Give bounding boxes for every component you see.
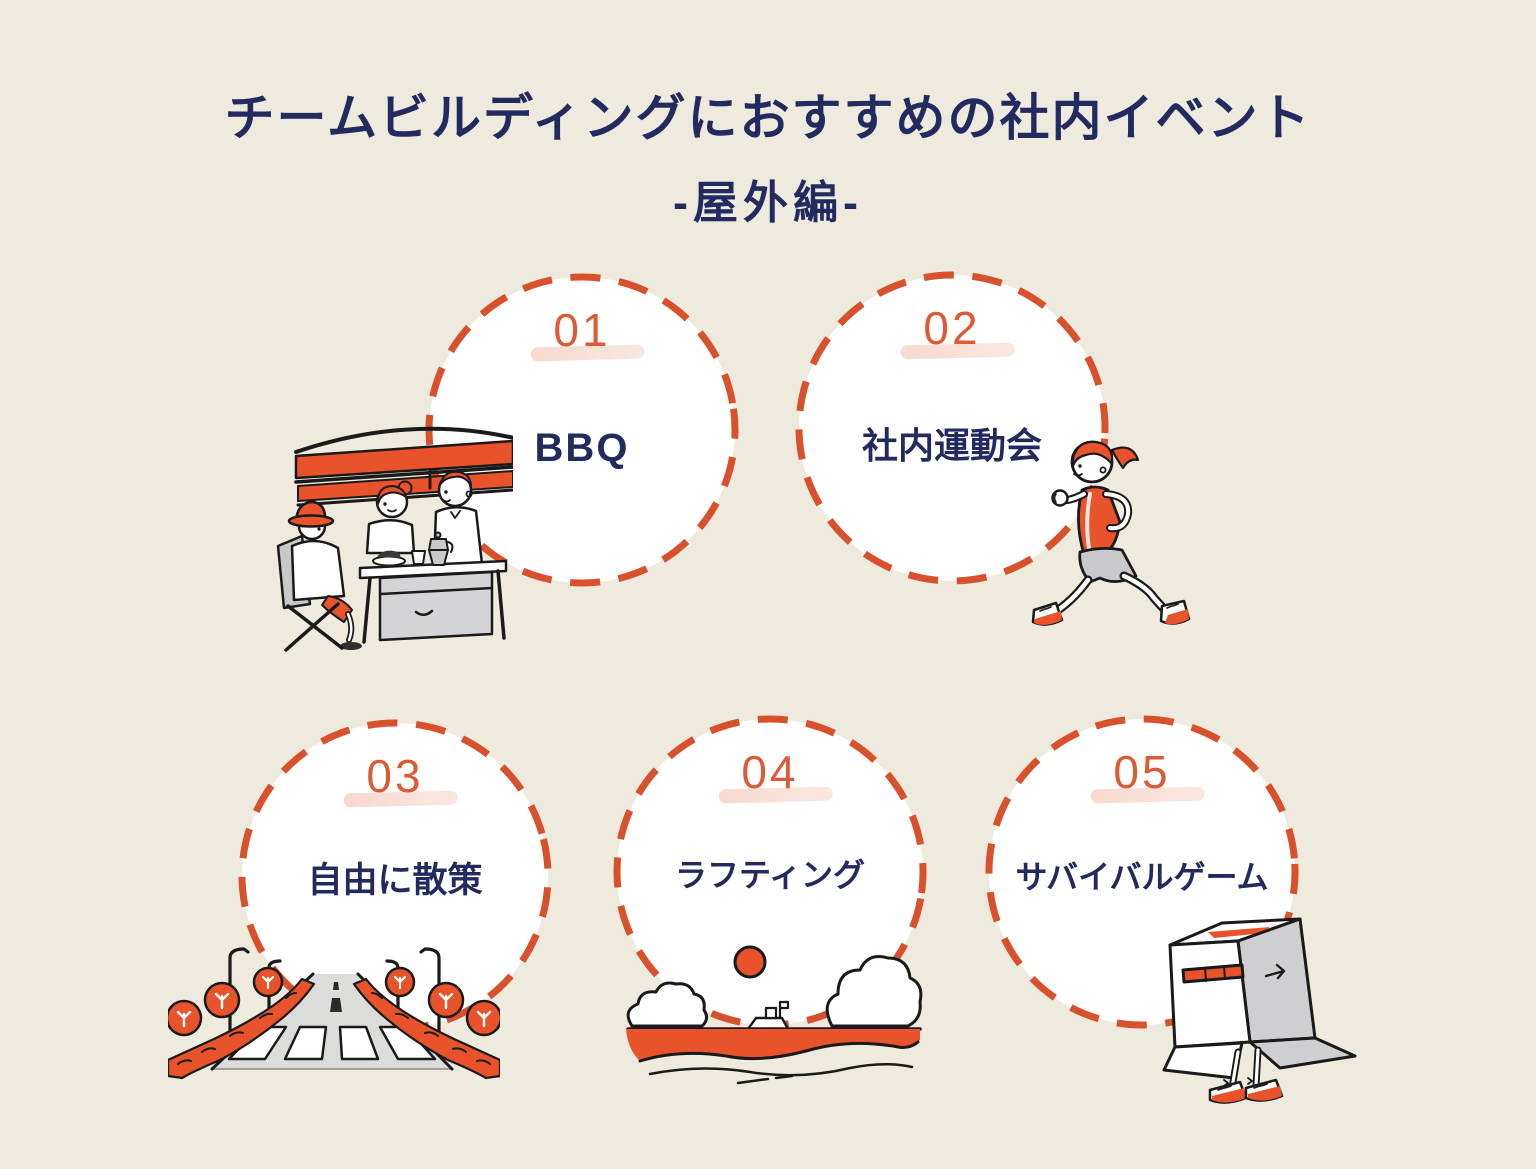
- event-number: 01: [553, 304, 611, 356]
- title-line-1: チームビルディングにおすすめの社内イベント: [224, 90, 1312, 146]
- event-label: 社内運動会: [861, 425, 1042, 466]
- event-label: サバイバルゲーム: [1015, 859, 1269, 895]
- river-boat-scene-illustration: [626, 945, 923, 1085]
- title-line-2: -屋外編-: [673, 177, 863, 228]
- dashed-circle: [425, 273, 739, 587]
- event-bubble-bbq: 01 BBQ: [422, 270, 742, 590]
- event-label: 自由に散策: [307, 861, 483, 900]
- event-number: 03: [366, 750, 424, 802]
- person-hiding-in-box-illustration: [1162, 917, 1357, 1104]
- page-title: チームビルディングにおすすめの社内イベント -屋外編-: [0, 78, 1536, 231]
- event-bubble-rafting: 04 ラフティング: [610, 712, 930, 1032]
- dashed-circle: [613, 715, 927, 1029]
- running-woman-illustration: [1031, 440, 1191, 626]
- event-bubble-sports-day: 02 社内運動会: [792, 268, 1112, 588]
- event-bubble-stroll: 03 自由に散策: [235, 716, 555, 1036]
- event-label: BBQ: [534, 426, 630, 470]
- tree-lined-road-illustration: [168, 947, 500, 1080]
- event-number: 05: [1113, 746, 1171, 798]
- event-label: ラフティング: [674, 857, 866, 893]
- dashed-circle: [238, 719, 552, 1033]
- dashed-circle: [795, 271, 1109, 585]
- event-number: 04: [741, 746, 799, 798]
- bbq-scene-illustration: [276, 426, 513, 652]
- event-number: 02: [923, 302, 981, 354]
